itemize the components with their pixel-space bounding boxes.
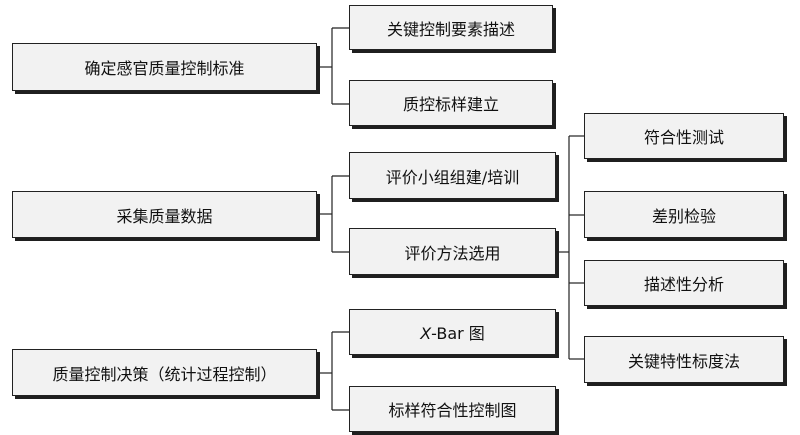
node-label: 差别检验 [651, 206, 716, 226]
node-label: 采集质量数据 [116, 206, 213, 226]
node-label: 描述性分析 [643, 275, 724, 294]
node-key-attribute-scaling: 关键特性标度法 [584, 336, 784, 383]
node-panel-training: 评价小组组建/培训 [349, 152, 556, 199]
node-collect-quality-data: 采集质量数据 [12, 191, 317, 238]
node-label: 质量控制决策（统计过程控制） [52, 364, 277, 384]
node-label: X-Bar 图 [420, 320, 485, 344]
node-label: 确定感官质量控制标准 [84, 59, 245, 78]
node-label: 关键特性标度法 [627, 351, 740, 371]
node-difference-test: 差别检验 [584, 191, 784, 238]
node-label: 关键控制要素描述 [386, 19, 515, 39]
node-label: 标样符合性控制图 [388, 401, 517, 420]
node-reference-sample: 质控标样建立 [349, 80, 553, 126]
node-sensory-quality-standard: 确定感官质量控制标准 [12, 43, 317, 91]
node-label: 评价方法选用 [404, 243, 501, 263]
node-method-selection: 评价方法选用 [349, 228, 556, 275]
node-xbar-chart: X-Bar 图 [349, 309, 556, 355]
node-label: 评价小组组建/培训 [385, 167, 520, 187]
node-key-control-elements: 关键控制要素描述 [349, 5, 553, 50]
xbar-rest: -Bar 图 [431, 324, 485, 343]
node-quality-control-decision: 质量控制决策（统计过程控制） [12, 349, 317, 396]
node-reference-conformance-chart: 标样符合性控制图 [349, 386, 556, 432]
node-conformance-test: 符合性测试 [584, 113, 784, 159]
node-label: 符合性测试 [643, 128, 724, 147]
xbar-italic-x: X [420, 324, 432, 343]
node-label: 质控标样建立 [402, 95, 499, 114]
node-descriptive-analysis: 描述性分析 [584, 260, 784, 306]
